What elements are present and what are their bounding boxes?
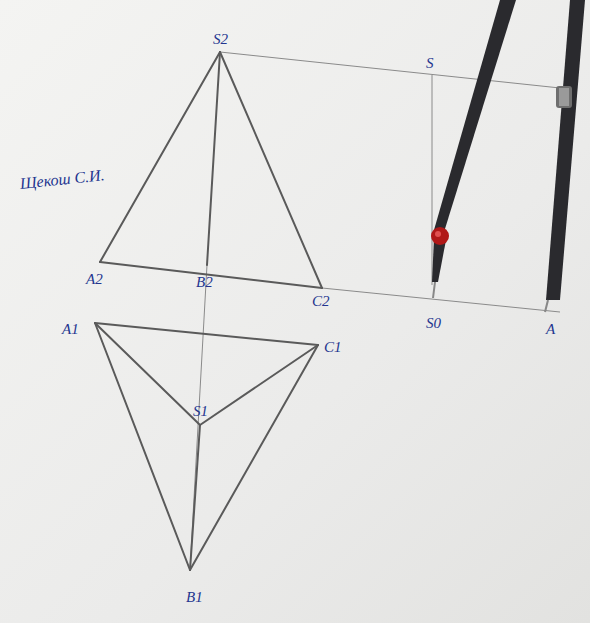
vertex-label: C1 — [324, 340, 342, 355]
vertex-label: S2 — [213, 32, 228, 47]
top-view — [95, 323, 318, 570]
vertex-label: B2 — [196, 275, 213, 290]
vertex-label: S1 — [193, 404, 208, 419]
signature: Щекош С.И. — [19, 167, 105, 192]
vertex-label: B1 — [186, 590, 203, 605]
compass — [431, 0, 585, 312]
vertex-label: A1 — [62, 322, 79, 337]
vertex-label: C2 — [312, 294, 330, 309]
point-label: S0 — [426, 316, 441, 331]
vertex-label: A2 — [86, 272, 103, 287]
point-label: S — [426, 56, 434, 71]
construction-lines — [190, 52, 560, 570]
front-view — [100, 52, 322, 288]
point-label: A — [546, 322, 555, 337]
